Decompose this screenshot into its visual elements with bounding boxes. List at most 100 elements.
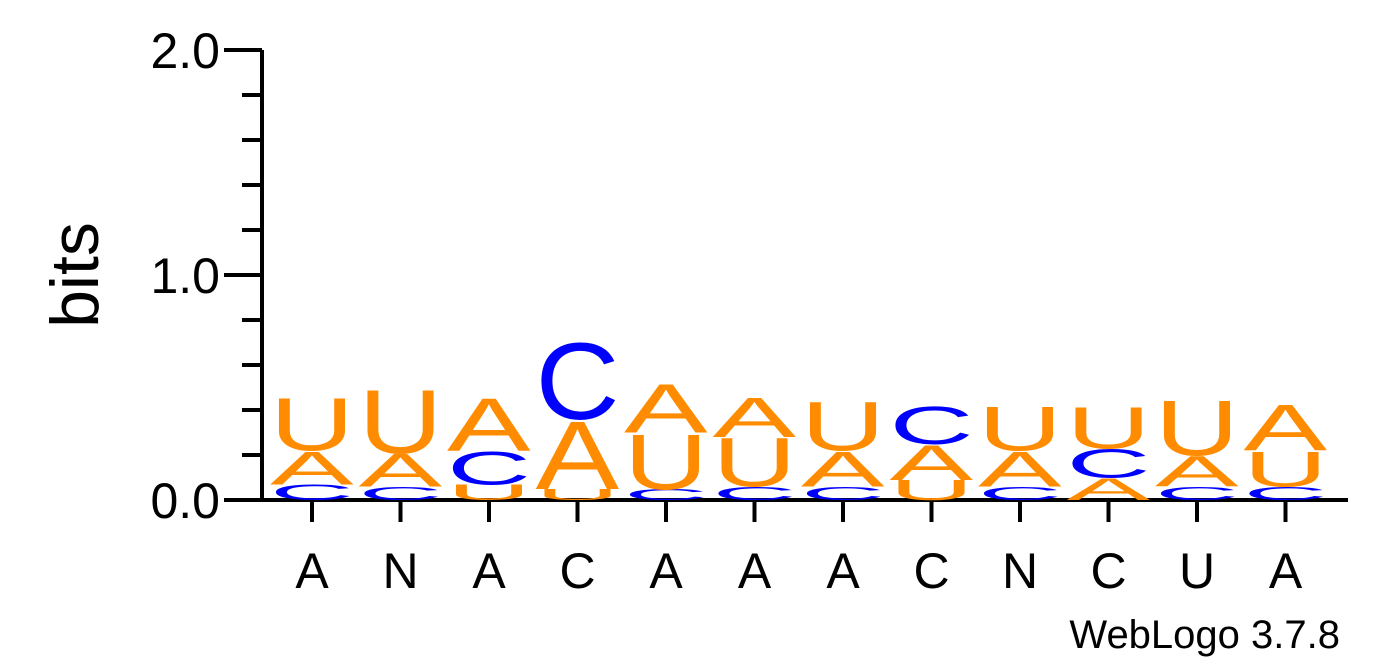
letter-c: C (1155, 483, 1239, 504)
position-label: A (1269, 543, 1303, 599)
stack-letter: U (1244, 441, 1328, 497)
stack-column: CUA (713, 386, 797, 504)
stack-letter: A (890, 435, 974, 491)
stack-letter: A (624, 370, 708, 447)
letter-a: A (890, 435, 974, 491)
letter-u: U (713, 424, 797, 501)
position-label: A (738, 543, 772, 599)
letter-c: C (447, 442, 531, 495)
letter-c: C (713, 483, 797, 504)
stack-letter: C (1155, 483, 1239, 504)
stack-column: CAU (359, 371, 443, 504)
stack-column: CAU (978, 393, 1062, 504)
letter-u: U (359, 371, 443, 473)
stack-letter: A (270, 442, 354, 495)
letter-c: C (624, 486, 708, 504)
stack-letter: C (359, 483, 443, 504)
letter-u: U (447, 480, 531, 505)
stack-letter: U (359, 371, 443, 473)
stack-letter: U (536, 486, 620, 504)
letter-a: A (536, 400, 620, 509)
stack-letter: U (890, 474, 974, 506)
letter-a: A (624, 370, 708, 447)
position-label: N (382, 543, 418, 599)
letter-c: C (359, 483, 443, 504)
stack-letter: C (1067, 441, 1151, 486)
position-label: C (913, 543, 949, 599)
stack-letter: U (801, 388, 885, 465)
letter-u: U (1067, 394, 1151, 461)
letter-u: U (536, 486, 620, 504)
stack-letter: A (1067, 472, 1151, 507)
stack-letter: C (890, 396, 974, 456)
stack-column: UAC (890, 396, 974, 506)
y-axis-title: bits (37, 222, 113, 328)
y-axis: 0.0 1.0 2.0 (150, 23, 264, 529)
letter-u: U (978, 393, 1062, 464)
letter-c: C (1244, 483, 1328, 504)
stack-letter: A (1244, 391, 1328, 465)
letter-u: U (270, 382, 354, 467)
letter-a: A (801, 442, 885, 498)
position-label: C (1090, 543, 1126, 599)
stack-column: CAU (801, 388, 885, 504)
stack-column: UAC (536, 320, 620, 510)
stack-letter: A (359, 444, 443, 497)
letter-a: A (1155, 447, 1239, 496)
stack-column: CAU (1155, 385, 1239, 505)
position-label: A (826, 543, 860, 599)
stack-letter: C (447, 442, 531, 495)
letter-a: A (447, 382, 531, 467)
stack-letter: C (536, 320, 620, 442)
stack-letter: A (978, 442, 1062, 498)
weblogo-credit: WebLogo 3.7.8 (1069, 613, 1340, 657)
letter-c: C (890, 396, 974, 456)
stack-column: CUA (1244, 391, 1328, 504)
stack-letter: C (713, 483, 797, 504)
stack-letter: C (624, 486, 708, 504)
letter-c: C (978, 483, 1062, 504)
stack-letter: U (447, 480, 531, 505)
stack-letter: A (536, 400, 620, 509)
y-tick-label: 2.0 (150, 23, 220, 79)
stack-column: CAU (270, 382, 354, 505)
stack-letter: U (1155, 385, 1239, 473)
stack-letter: A (447, 382, 531, 467)
stack-letter: U (978, 393, 1062, 464)
stack-column: ACU (1067, 394, 1151, 507)
letter-c: C (801, 483, 885, 504)
letter-c: C (270, 480, 354, 505)
letter-u: U (1155, 385, 1239, 473)
stack-letter: U (1067, 394, 1151, 461)
letter-a: A (270, 442, 354, 495)
letter-c: C (1067, 441, 1151, 486)
stack-letter: A (713, 386, 797, 449)
stack-letter: U (624, 418, 708, 506)
stack-letter: A (1155, 447, 1239, 496)
stack-letter: U (270, 382, 354, 467)
position-label: C (559, 543, 595, 599)
y-tick-label: 0.0 (150, 473, 220, 529)
letter-a: A (1067, 472, 1151, 507)
letter-a: A (1244, 391, 1328, 465)
letter-c: C (536, 320, 620, 442)
letter-a: A (978, 442, 1062, 498)
stack-letter: C (1244, 483, 1328, 504)
position-label: N (1002, 543, 1038, 599)
position-label: A (649, 543, 683, 599)
letter-u: U (624, 418, 708, 506)
letter-u: U (801, 388, 885, 465)
letter-u: U (1244, 441, 1328, 497)
stack-letter: A (801, 442, 885, 498)
y-tick-label: 1.0 (150, 248, 220, 304)
stack-column: UCA (447, 382, 531, 505)
stack-letter: U (713, 424, 797, 501)
stack-letter: C (978, 483, 1062, 504)
position-label: U (1179, 543, 1215, 599)
stack-letter: C (270, 480, 354, 505)
stack-letter: C (801, 483, 885, 504)
letter-a: A (713, 386, 797, 449)
